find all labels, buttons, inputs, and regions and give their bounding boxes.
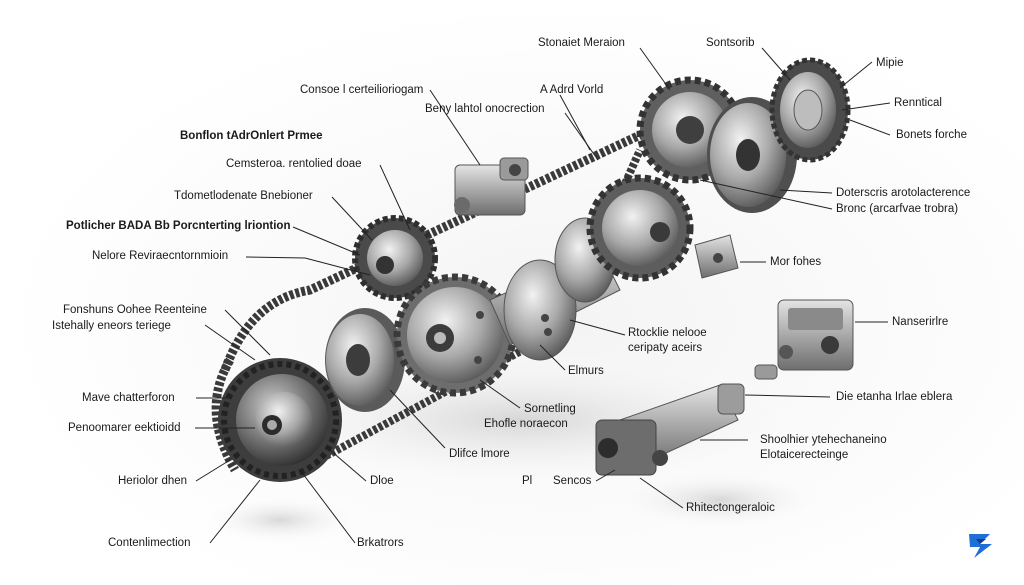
label-penoomarer: Penoomarer eektioidd: [68, 422, 181, 435]
tensioner-sprocket: [355, 218, 435, 298]
label-doterscris: Doterscris arotolacterence: [836, 187, 970, 200]
label-dlifce: Dlifce lmore: [449, 448, 510, 461]
label-elotaicer: Elotaicerecteinge: [760, 449, 848, 462]
label-die-stanha: Die etanha Irlae eblera: [836, 391, 952, 404]
label-mor-fohes: Mor fohes: [770, 256, 821, 269]
ring-gear: [772, 60, 848, 160]
label-bonets-forche: Bonets forche: [896, 129, 967, 142]
cam-gear-main: [397, 277, 513, 393]
label-heriolor: Heriolor dhen: [118, 475, 187, 488]
label-pl: Pl: [522, 475, 532, 488]
label-mave-chatter: Mave chatterforon: [82, 392, 175, 405]
label-cemsteroa: Cemsteroa. rentolied doae: [226, 158, 362, 171]
label-dloe: Dloe: [370, 475, 394, 488]
label-renntical: Renntical: [894, 97, 942, 110]
label-mipie: Mipie: [876, 57, 903, 70]
label-brkatrors: Brkatrors: [357, 537, 404, 550]
label-rhitectong: Rhitectongeraloic: [686, 502, 775, 515]
label-sencos: Sencos: [553, 475, 591, 488]
tensioner-block: [454, 158, 528, 215]
label-elmurs: Elmurs: [568, 365, 604, 378]
label-beny-lahtol: Beny lahtol onocrection: [425, 103, 545, 116]
idler-pulley: [325, 308, 405, 412]
label-fonshuns: Fonshuns Oohee Reenteine: [63, 304, 207, 317]
small-plug: [755, 365, 777, 379]
label-telore: Nelore Reviraecntornmioin: [92, 250, 228, 263]
shadow: [200, 495, 360, 545]
label-shoolhier: Shoolhier ytehechaneino: [760, 434, 887, 447]
label-ceripaty: ceripaty aceirs: [628, 342, 702, 355]
cam-sprocket-upper: [590, 178, 690, 278]
label-tdometl: Tdometlodenate Bnebioner: [174, 190, 313, 203]
label-contenlimection: Contenlimection: [108, 537, 190, 550]
label-consoe: Consoe l certeilioriogam: [300, 84, 423, 97]
label-sensorb: Sontsorib: [706, 37, 755, 50]
bracket: [695, 235, 738, 278]
label-bonflon: Bonflon tAdrOnlert Prmee: [180, 130, 322, 143]
brand-logo-icon: [966, 530, 998, 560]
label-istehaly: Istehally eneors teriege: [52, 320, 171, 333]
label-adrd-world: A Adrd Vorld: [540, 84, 603, 97]
label-ehofle: Ehofle noraecon: [484, 418, 568, 431]
label-manserirlre: Nanserirlre: [892, 316, 948, 329]
crank-sprocket: [218, 358, 342, 482]
label-sornetling: Sornetling: [524, 403, 576, 416]
label-sprocket-tension: Stonaiet Meraion: [538, 37, 625, 50]
label-rtocklie: Rtocklie nelooe: [628, 327, 707, 340]
sensor-module: [778, 300, 853, 370]
label-bronc: Bronc (arcarfvae trobra): [836, 203, 958, 216]
label-potlicher: Potlicher BADA Bb Porcnterting lriontion: [66, 220, 290, 233]
shadow: [610, 470, 830, 530]
